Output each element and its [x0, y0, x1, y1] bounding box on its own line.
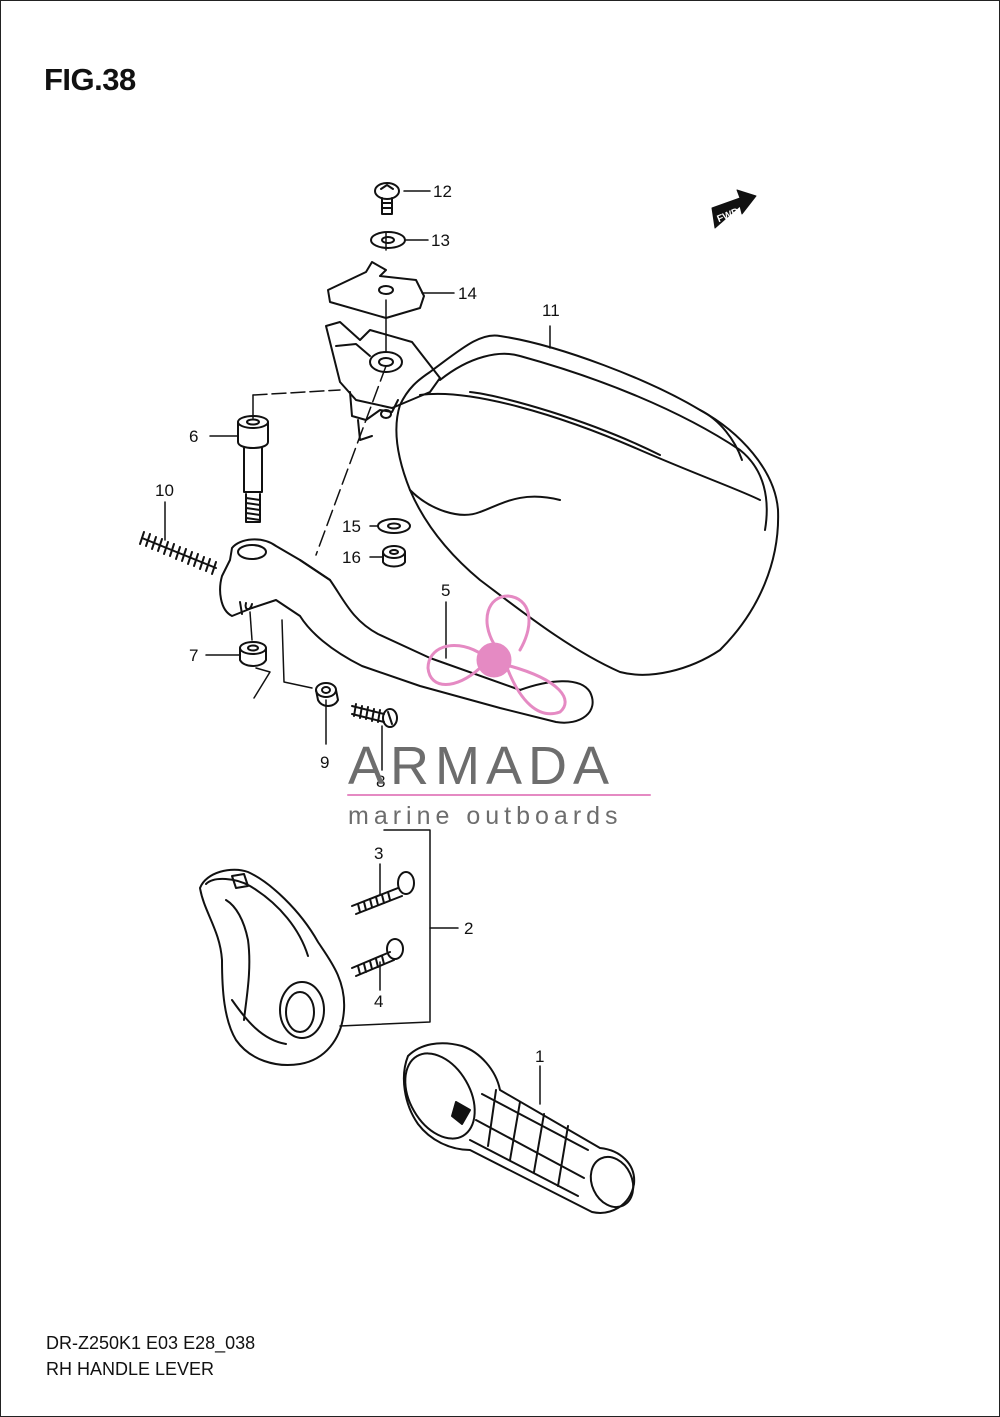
callout-2: 2: [464, 919, 473, 938]
callout-15: 15: [342, 517, 361, 536]
callout-5: 5: [441, 581, 450, 600]
callout-10: 10: [155, 481, 174, 500]
part-12-screw: [374, 182, 400, 215]
footer-part-name: RH HANDLE LEVER: [46, 1359, 215, 1379]
callout-1: 1: [535, 1047, 544, 1066]
footer-model-code: DR-Z250K1 E03 E28_038: [46, 1333, 256, 1353]
callout-16: 16: [342, 548, 361, 567]
figure-title: FIG.38: [44, 62, 136, 97]
leader-lines: [164, 190, 551, 1105]
callout-7: 7: [189, 646, 198, 665]
part-11-hand-guard: [325, 321, 780, 676]
callout-3: 3: [374, 844, 383, 863]
part-15-washer: [377, 518, 411, 534]
part-14-bracket: [327, 261, 425, 319]
part-10-spring: [139, 531, 217, 575]
part-9-nut: [315, 682, 339, 707]
callout-14: 14: [458, 284, 477, 303]
part-2-throttle-housing: [199, 868, 346, 1066]
callout-4: 4: [374, 992, 383, 1011]
part-3-screw: [351, 871, 415, 915]
watermark-brand: ARMADA: [348, 736, 615, 796]
callout-13: 13: [431, 231, 450, 250]
fwd-arrow-icon: FWD: [711, 189, 757, 229]
part-6-pivot-bolt: [237, 415, 269, 523]
watermark-tagline: marine outboards: [348, 802, 623, 830]
propeller-icon: [426, 594, 567, 716]
part-5-brake-lever: [219, 538, 594, 724]
part-7-nut: [239, 641, 267, 667]
callout-8: 8: [376, 772, 385, 791]
part-16-nut: [382, 545, 406, 568]
callout-11: 11: [542, 301, 560, 320]
part-4-screw: [351, 938, 404, 977]
callout-labels: 12 13 14 11 6 10 15 16 5 7 9 8 3 2 4 1: [155, 182, 560, 1066]
callout-6: 6: [189, 427, 198, 446]
callout-9: 9: [320, 753, 329, 772]
part-1-throttle-grip: [402, 1042, 636, 1214]
watermark: ARMADA marine outboards: [347, 594, 651, 830]
callout-12: 12: [433, 182, 452, 201]
part-13-washer: [370, 231, 406, 249]
part-8-screw: [351, 703, 398, 728]
